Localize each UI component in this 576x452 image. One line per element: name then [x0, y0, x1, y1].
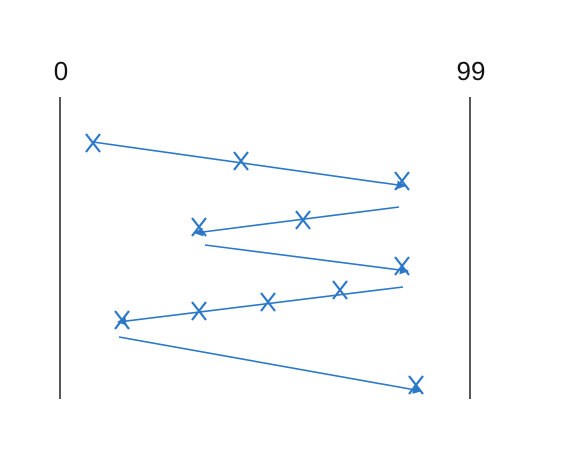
sweep-arrow-4 — [117, 286, 404, 326]
cross-mark-icon — [260, 292, 276, 312]
sample-marks — [85, 133, 424, 395]
cross-mark-icon — [191, 217, 207, 237]
sweep-arrows — [92, 141, 422, 395]
cross-mark-icon — [114, 310, 130, 330]
sweep-arrow-5 — [118, 336, 422, 395]
cross-mark-icon — [295, 210, 311, 230]
sweep-arrow-1 — [92, 141, 406, 190]
upper-bound-label: 99 — [457, 56, 486, 86]
cross-mark-icon — [394, 256, 410, 276]
cross-mark-icon — [408, 375, 424, 395]
cross-mark-icon — [191, 301, 207, 321]
sweep-arrow-3 — [204, 244, 409, 275]
cross-mark-icon — [332, 280, 348, 300]
cross-mark-icon — [233, 151, 249, 171]
sweep-arrow-2 — [194, 206, 400, 237]
cross-mark-icon — [394, 171, 410, 191]
cross-mark-icon — [85, 133, 101, 153]
lower-bound-label: 0 — [54, 56, 68, 86]
